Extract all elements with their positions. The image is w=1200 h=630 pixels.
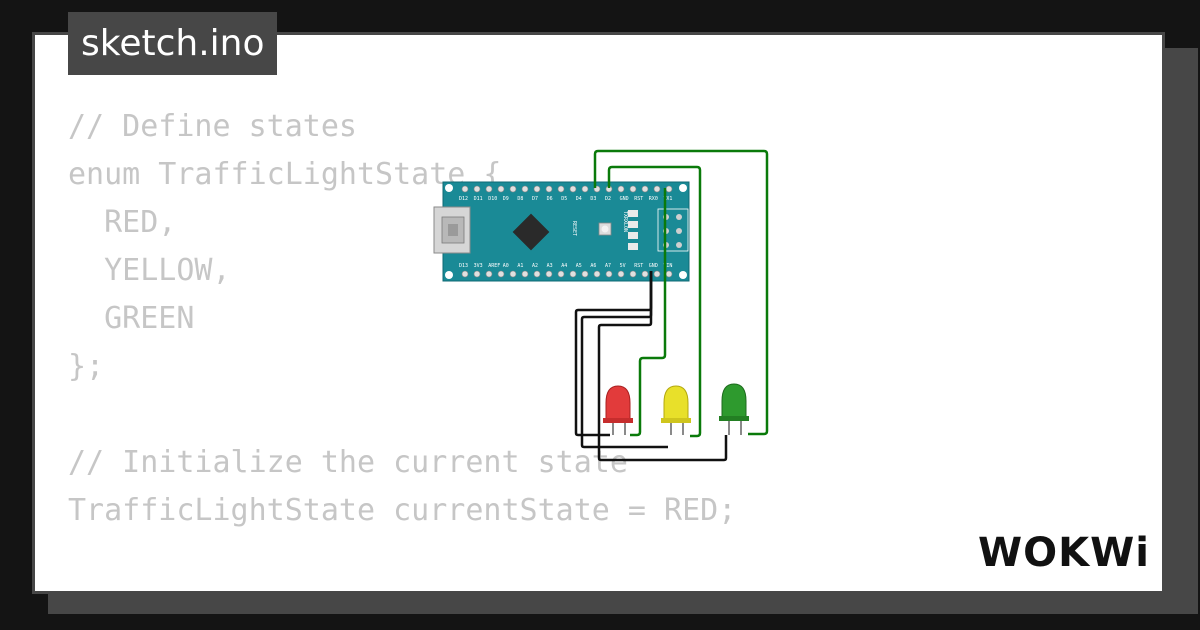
pin-label: D3: [590, 196, 596, 202]
pin-label: TX1: [663, 196, 672, 202]
pin-label: D6: [547, 196, 553, 202]
usb-port-slot: [448, 224, 458, 236]
pin-label: D7: [532, 196, 538, 202]
board-pcb: [442, 181, 690, 282]
code-line: enum TrafficLightState {: [68, 157, 502, 192]
pin-label: D4: [576, 196, 582, 202]
code-view: // Define states enum TrafficLightState {…: [68, 103, 737, 591]
signal-wires: [593, 149, 769, 438]
code-line: // Define states: [68, 109, 357, 144]
status-led-on: [628, 243, 638, 250]
code-line: // Define timing constants: [68, 583, 736, 591]
reset-label: RESET: [571, 221, 577, 236]
header-pins-top: [461, 185, 673, 193]
pin-label: GND: [649, 263, 658, 269]
top-pin-labels: D12 D11 D10 D9 D8 D7 D6 D5 D4 D3 D2 GND RST RX0 TX1: [459, 196, 672, 202]
led-yellow[interactable]: [661, 385, 691, 435]
pin-label: A3: [547, 263, 553, 269]
mounting-holes: [445, 184, 687, 279]
pin-label: VIN: [663, 263, 672, 269]
code-line: YELLOW,: [68, 253, 231, 288]
microcontroller-chip: [512, 213, 550, 251]
pin-label: D10: [488, 196, 497, 202]
status-led-labels: TXRXLON: [622, 211, 628, 232]
ground-wires: [574, 271, 728, 462]
led-red[interactable]: [603, 385, 633, 435]
code-line: RED,: [68, 205, 177, 240]
code-line: GREEN: [68, 301, 195, 336]
pin-label: A6: [590, 263, 596, 269]
status-led-tx: [628, 210, 638, 217]
signal-wire-d2[interactable]: [607, 165, 702, 438]
pin-label: A7: [605, 263, 611, 269]
file-name-tab[interactable]: sketch.ino: [68, 12, 278, 75]
pin-label: A1: [517, 263, 523, 269]
code-line: [68, 535, 736, 583]
pin-label: D2: [605, 196, 611, 202]
pin-label: D5: [561, 196, 567, 202]
status-led-l: [628, 232, 638, 239]
pin-label: GND: [620, 196, 629, 202]
signal-wire-d4[interactable]: [630, 188, 667, 437]
pin-label: D8: [517, 196, 523, 202]
pin-label: D11: [474, 196, 483, 202]
icsp-header-outline: [657, 208, 689, 252]
pin-label: A5: [576, 263, 582, 269]
pin-label: A2: [532, 263, 538, 269]
pin-label: 3V3: [474, 263, 483, 269]
pin-label: D13: [459, 263, 468, 269]
wokwi-logo-text: WOKWi: [978, 530, 1148, 574]
pin-label: A4: [561, 263, 567, 269]
pin-label: AREF: [488, 263, 500, 269]
code-line: // Initialize the current state: [68, 445, 628, 480]
header-pins-bottom: [461, 270, 673, 278]
code-line: TrafficLightState currentState = RED;: [68, 493, 737, 528]
pin-label: RX0: [649, 196, 658, 202]
code-card: // Define states enum TrafficLightState {…: [32, 32, 1165, 594]
code-line: };: [68, 349, 105, 384]
pin-label: 5V: [620, 263, 626, 269]
led-green[interactable]: [719, 383, 749, 435]
pin-label: D12: [459, 196, 468, 202]
wokwi-logo[interactable]: WOKWi: [978, 528, 1148, 574]
reset-button-cap[interactable]: [601, 225, 609, 233]
ground-wire-green[interactable]: [597, 271, 728, 462]
pin-label: RST: [634, 196, 643, 202]
status-led-rx: [628, 221, 638, 228]
signal-wire-d3[interactable]: [593, 149, 769, 436]
pin-label: A0: [503, 263, 509, 269]
pin-label: D9: [503, 196, 509, 202]
pin-label: RST: [634, 263, 643, 269]
